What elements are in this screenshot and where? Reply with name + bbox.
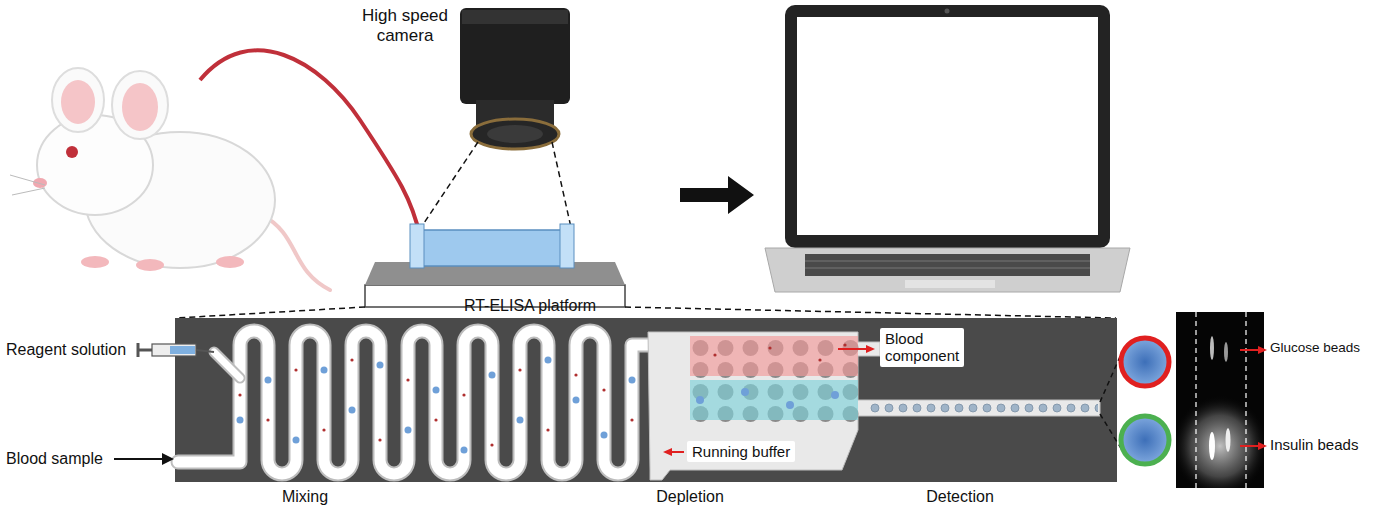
section-label: Depletion xyxy=(656,487,724,506)
flow-pointer xyxy=(663,345,875,456)
inlet-label: Blood sample xyxy=(6,449,103,468)
bead-label: Insulin beads xyxy=(1270,436,1358,454)
insulin-bead xyxy=(1121,416,1169,464)
chip xyxy=(365,224,625,307)
view-line xyxy=(418,142,478,232)
label-pointer xyxy=(1240,346,1267,450)
depletion-chamber xyxy=(648,332,1100,480)
blood-cells xyxy=(238,358,633,446)
panel-heading: RT-ELISA platform xyxy=(464,297,596,315)
platform-panel: RT-ELISA platformBlood componentRunning … xyxy=(175,296,1117,482)
zoom-line xyxy=(176,307,365,318)
zoom-line xyxy=(1100,414,1122,450)
mouse xyxy=(10,68,330,290)
box-text: Blood component xyxy=(885,330,959,365)
bead-label: Glucose beads xyxy=(1270,340,1360,356)
inlet-arrow xyxy=(114,453,174,465)
zoom-line xyxy=(625,307,1116,318)
label-box: Blood component xyxy=(880,328,964,367)
syringe xyxy=(138,343,214,357)
box-text: Running buffer xyxy=(692,443,790,460)
view-line xyxy=(552,142,572,232)
tubing xyxy=(200,50,420,236)
panel-fill xyxy=(175,318,1117,482)
glucose-bead xyxy=(1121,338,1169,386)
label-box: Running buffer xyxy=(687,441,795,462)
beads xyxy=(237,357,636,454)
section-label: Mixing xyxy=(282,487,328,506)
inlet-label: Reagent solution xyxy=(6,340,126,359)
mixing-channel xyxy=(178,331,648,474)
section-label: Detection xyxy=(926,487,994,506)
fluorescence-image xyxy=(1176,312,1264,488)
data-arrow xyxy=(680,176,754,214)
camera xyxy=(460,8,570,149)
camera-label: High speed camera xyxy=(358,6,453,47)
laptop xyxy=(765,5,1130,292)
